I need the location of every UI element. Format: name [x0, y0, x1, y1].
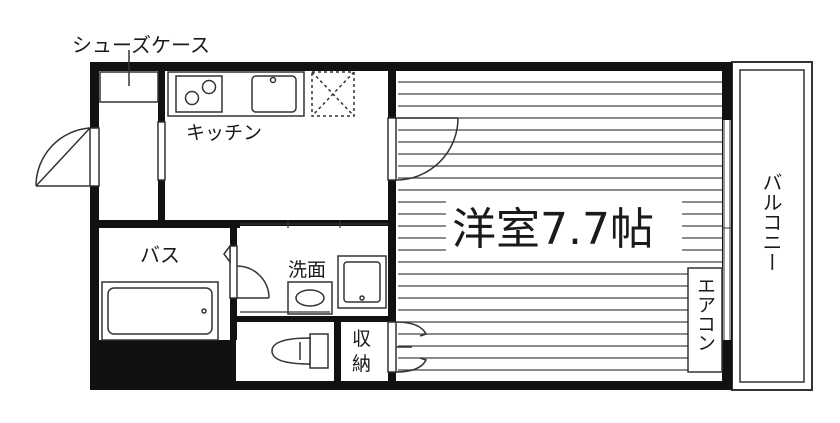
closet-label-1: 収	[352, 328, 371, 350]
closet-label-2: 納	[352, 353, 371, 375]
wash-basin	[287, 255, 387, 315]
balcony-window	[722, 120, 732, 340]
closet-door	[387, 321, 428, 373]
balcony-label: バルコニー	[759, 172, 783, 272]
main-room-label-bg	[446, 196, 682, 252]
shoe-case-door	[157, 121, 166, 181]
bathtub	[101, 281, 219, 341]
wash-sliding-door	[240, 220, 388, 228]
shoe-case	[99, 50, 159, 103]
kitchen-counter	[167, 71, 355, 117]
entry-door	[35, 127, 100, 187]
washroom-label: 洗面	[288, 259, 326, 281]
balcony	[731, 61, 813, 391]
kitchen-label: キッチン	[186, 122, 262, 144]
interior-walls	[90, 62, 396, 386]
main-room-door	[387, 117, 459, 181]
main-room-label: 洋室7.7帖	[452, 204, 654, 255]
aircon-unit	[687, 267, 723, 373]
bath-door	[223, 243, 270, 299]
bath-label: バス	[140, 243, 180, 267]
toilet	[271, 333, 329, 369]
shoe-case-label: シューズケース	[72, 33, 210, 57]
aircon-label: エアコン	[694, 276, 716, 352]
